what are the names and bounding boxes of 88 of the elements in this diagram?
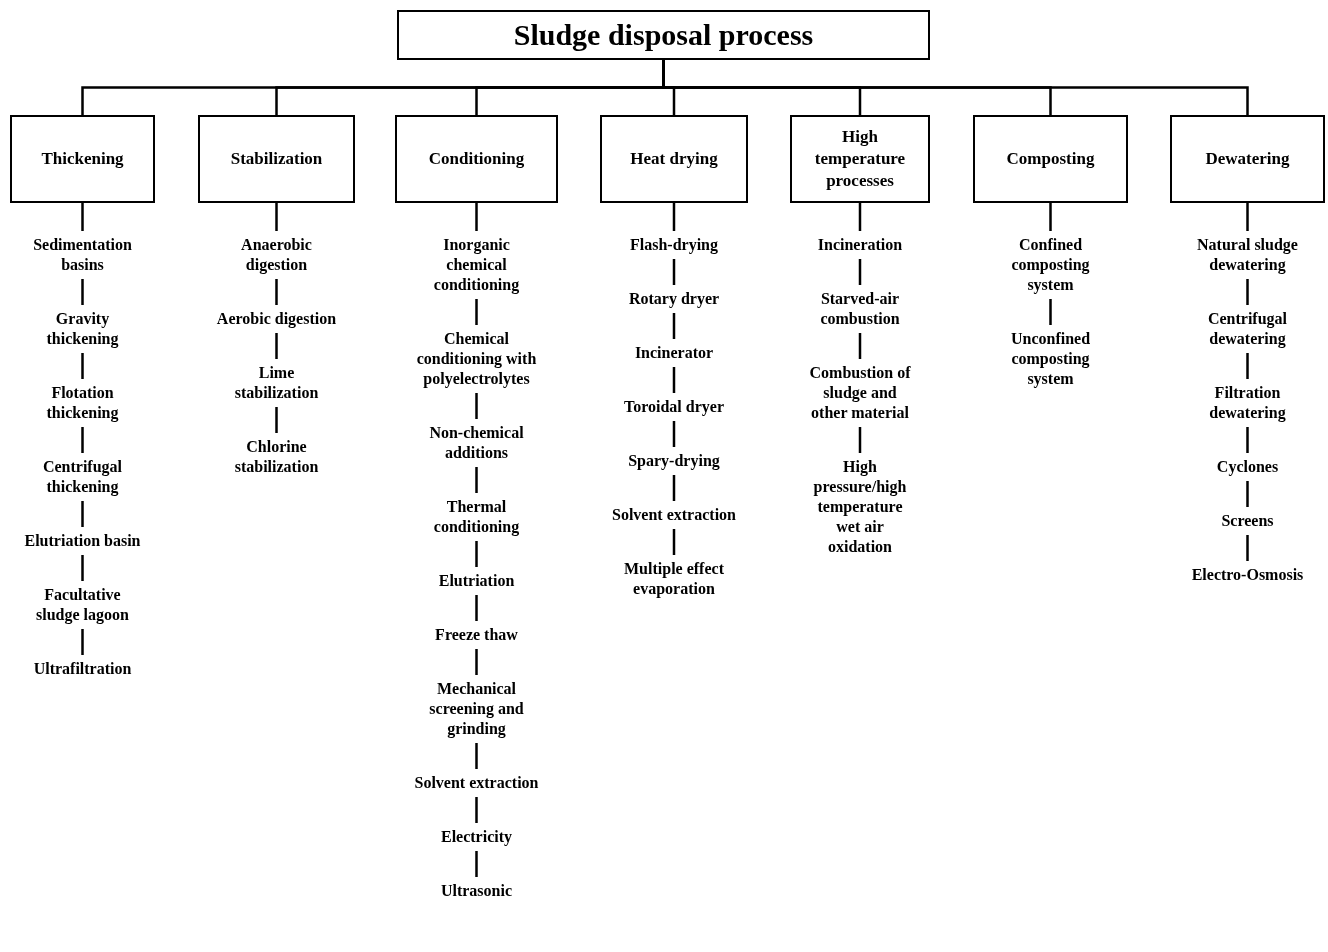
connector-line [672, 203, 676, 231]
method-label: Solvent extraction [612, 505, 736, 525]
method-label: Toroidal dryer [624, 397, 724, 417]
method-label: Confined composting system [1000, 235, 1101, 295]
connector-line [275, 333, 278, 359]
method-label: High pressure/high temperature wet air oxidation [806, 457, 914, 557]
method-label: Inorganic chemical conditioning [412, 235, 541, 295]
method-label: Ultrasonic [440, 881, 513, 901]
method-label: Starved-air combustion [806, 289, 914, 329]
category-box: Conditioning [395, 115, 558, 203]
connector-line [672, 259, 676, 285]
connector-line [81, 555, 84, 581]
method-label: Incineration [817, 235, 903, 255]
connector-line [1246, 279, 1249, 305]
connector-line [1246, 481, 1249, 507]
connector-line [275, 407, 278, 433]
connector-line [1246, 535, 1249, 561]
connector-line [1246, 203, 1249, 231]
connector-line [475, 299, 478, 325]
method-label: Thermal conditioning [412, 497, 541, 537]
connector-line [858, 259, 862, 285]
connector-line [672, 313, 676, 339]
connector-line [858, 203, 862, 231]
connector-line [672, 475, 676, 501]
method-label: Aerobic digestion [216, 309, 337, 329]
method-label: Incinerator [634, 343, 714, 363]
method-label: Screens [1221, 511, 1274, 531]
method-label: Cyclones [1216, 457, 1279, 477]
category-box: Heat drying [600, 115, 748, 203]
method-label: Chlorine stabilization [215, 437, 338, 477]
connector-line [81, 279, 84, 305]
connector-line [475, 649, 478, 675]
connector-line [1246, 427, 1249, 453]
method-label: Centrifugal dewatering [1185, 309, 1310, 349]
method-label: Electricity [440, 827, 513, 847]
method-label: Mechanical screening and grinding [412, 679, 541, 739]
method-label: Filtration dewatering [1185, 383, 1310, 423]
connector-line [81, 501, 84, 527]
connector-line [81, 427, 84, 453]
method-label: Freeze thaw [435, 625, 518, 645]
method-label: Combustion of sludge and other material [806, 363, 914, 423]
connector-line [475, 797, 478, 823]
category-box: Dewatering [1170, 115, 1325, 203]
method-label: Anaerobic digestion [215, 235, 338, 275]
connector-line [672, 367, 676, 393]
method-label: Spary-drying [628, 451, 720, 471]
method-label: Facultative sludge lagoon [21, 585, 144, 625]
method-label: Non-chemical additions [412, 423, 541, 463]
connector-line [672, 421, 676, 447]
connector-line [475, 851, 478, 877]
method-label: Flotation thickening [21, 383, 144, 423]
connector-line [475, 467, 478, 493]
method-label: Chemical conditioning with polyelectrolytes [412, 329, 541, 389]
method-label: Lime stabilization [215, 363, 338, 403]
connector-line [275, 203, 278, 231]
connector-line [475, 203, 478, 231]
method-label: Sedimentation basins [21, 235, 144, 275]
connector-line [1049, 299, 1052, 325]
connector-line [1246, 353, 1249, 379]
connector-line [475, 743, 478, 769]
method-label: Elutriation basin [24, 531, 141, 551]
title-box: Sludge disposal process [397, 10, 930, 60]
method-label: Unconfined composting system [1000, 329, 1101, 389]
method-label: Natural sludge dewatering [1185, 235, 1310, 275]
method-label: Flash-drying [630, 235, 718, 255]
connector-line [858, 427, 862, 453]
method-label: Centrifugal thickening [21, 457, 144, 497]
method-label: Solvent extraction [414, 773, 539, 793]
method-label: Ultrafiltration [33, 659, 132, 679]
category-box: High temperature processes [790, 115, 930, 203]
category-box: Stabilization [198, 115, 355, 203]
connector-line [475, 393, 478, 419]
connector-line [475, 541, 478, 567]
method-label: Multiple effect evaporation [612, 559, 736, 599]
method-label: Electro-Osmosis [1191, 565, 1304, 585]
method-label: Gravity thickening [21, 309, 144, 349]
connector-line [672, 529, 676, 555]
category-box: Thickening [10, 115, 155, 203]
connector-line [81, 629, 84, 655]
connector-line [858, 333, 862, 359]
method-label: Rotary dryer [628, 289, 720, 309]
connector-line [81, 203, 84, 231]
category-box: Composting [973, 115, 1128, 203]
connector-line [1049, 203, 1052, 231]
connector-line [275, 279, 278, 305]
connector-line [81, 353, 84, 379]
connector-line [475, 595, 478, 621]
method-label: Elutriation [438, 571, 515, 591]
